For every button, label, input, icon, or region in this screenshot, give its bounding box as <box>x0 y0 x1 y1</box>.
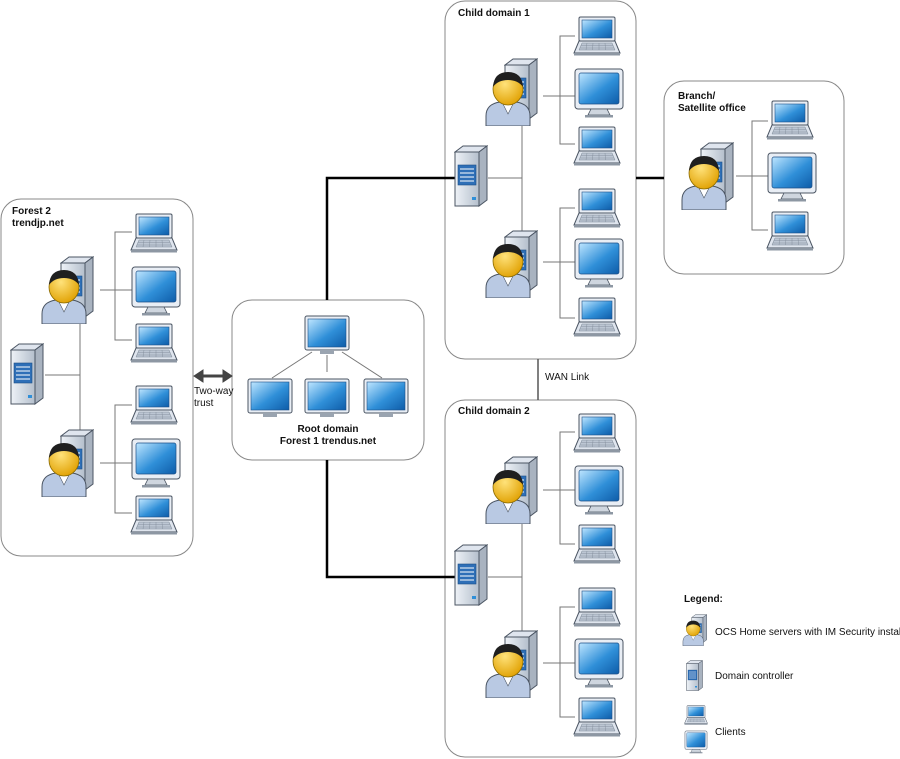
child2-laptop-3-icon <box>573 587 621 627</box>
forest2-laptop-4-icon <box>130 495 178 535</box>
forest2-laptop-3-icon <box>130 385 178 425</box>
root-domain-label: Root domain Forest 1 trendus.net <box>232 424 424 448</box>
wan-link-label: WAN Link <box>545 372 590 383</box>
root-monitor-left-icon <box>247 378 293 418</box>
child1-laptop-3-icon <box>573 188 621 228</box>
branch-laptop-2-icon <box>766 211 814 251</box>
child1-laptop-4-icon <box>573 297 621 337</box>
root-monitor-right-icon <box>363 378 409 418</box>
legend-monitor-icon <box>684 730 708 754</box>
child1-domain-controller-icon <box>454 145 488 207</box>
forest2-domain: trendjp.net <box>12 218 64 229</box>
forest2-laptop-2-icon <box>130 323 178 363</box>
branch-line2: Satellite office <box>678 103 746 114</box>
trust-line1: Two-way <box>194 386 234 397</box>
legend-ocs-label: OCS Home servers with IM Security instal… <box>715 627 900 638</box>
root-top-monitor-icon <box>304 315 350 355</box>
legend-domain-controller-label: Domain controller <box>715 671 794 682</box>
child-domain1-label: Child domain 1 <box>458 8 530 19</box>
child1-laptop-2-icon <box>573 126 621 166</box>
forest2-domain-controller-icon <box>10 343 44 405</box>
legend-ocs-server-icon <box>683 615 707 646</box>
branch-office-label: Branch/ Satellite office <box>678 91 746 115</box>
legend-laptop-icon <box>684 705 708 725</box>
root-monitor-middle-icon <box>304 378 350 418</box>
two-way-trust-arrow <box>193 369 233 383</box>
forest2-label: Forest 2 trendjp.net <box>12 206 64 230</box>
trust-line2: trust <box>194 398 214 409</box>
branch-line1: Branch/ <box>678 91 716 102</box>
branch-laptop-1-icon <box>766 100 814 140</box>
root-forest-name: Forest 1 trendus.net <box>279 436 377 447</box>
link-root-to-child2 <box>325 460 456 579</box>
forest2-name: Forest 2 <box>12 206 51 217</box>
child-domain2-label: Child domain 2 <box>458 406 530 417</box>
child2-domain-controller-icon <box>454 544 488 606</box>
root-domain-name: Root domain <box>297 424 359 435</box>
two-way-trust-label: Two-way trust <box>194 386 233 410</box>
child2-laptop-4-icon <box>573 697 621 737</box>
child2-laptop-2-icon <box>573 524 621 564</box>
link-root-to-child1 <box>325 176 456 300</box>
child2-laptop-1-icon <box>573 413 621 453</box>
forest2-laptop-1-icon <box>130 213 178 253</box>
child1-laptop-1-icon <box>573 16 621 56</box>
legend-clients-label: Clients <box>715 727 746 738</box>
legend-domain-controller-icon <box>686 660 703 691</box>
legend-title: Legend: <box>684 594 723 605</box>
